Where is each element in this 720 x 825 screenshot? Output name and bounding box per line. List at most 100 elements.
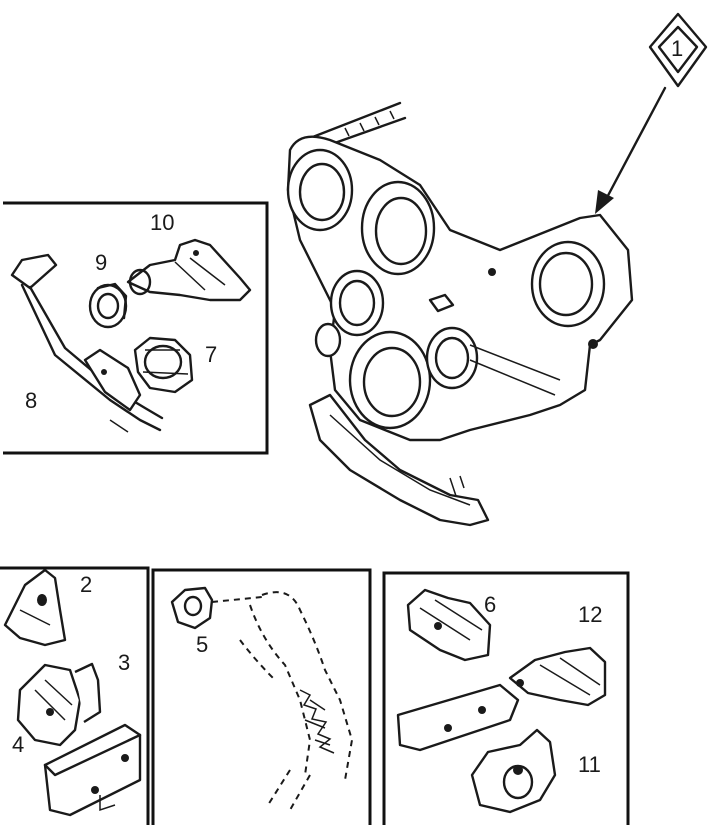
part-11-mount xyxy=(470,728,557,814)
pulley-upper-left xyxy=(286,148,354,232)
part-5-leader xyxy=(211,596,263,603)
part-9-bushing xyxy=(88,282,128,329)
part-rail-right xyxy=(396,683,520,752)
phantom-hatching xyxy=(299,689,335,754)
callout-1: 1 xyxy=(595,12,708,214)
pulley-crank xyxy=(348,330,432,430)
part-10-ribs xyxy=(174,257,226,291)
callout-diamond-outer xyxy=(648,12,708,88)
label-2: 2 xyxy=(80,572,92,597)
part-10-hole xyxy=(193,250,199,256)
label-9: 9 xyxy=(95,250,107,275)
part-rail-right-hole-1 xyxy=(444,724,452,732)
callout-number: 1 xyxy=(671,36,683,61)
cover-lower-lines xyxy=(469,344,561,396)
part-2-hole xyxy=(37,594,47,606)
part-10-bore xyxy=(128,268,152,296)
part-12-bracket-ribs xyxy=(539,657,601,696)
part-8-top-plate xyxy=(10,253,58,290)
label-11: 11 xyxy=(578,752,601,777)
part-12-bracket xyxy=(508,646,607,707)
inset-box-bottom-middle: 5 xyxy=(151,568,372,825)
part-9-bushing-rim xyxy=(96,282,128,320)
part-rail-right-hole-2 xyxy=(478,706,486,714)
part-2-bracket xyxy=(3,568,67,647)
part-8-hole xyxy=(101,369,107,375)
part-3-mount xyxy=(16,662,102,747)
part-rail-right-body xyxy=(396,683,520,752)
part-8-foot xyxy=(109,419,129,433)
part-7-mount-center xyxy=(143,344,183,380)
pulley-upper-right-inner xyxy=(374,196,428,266)
inset-box-bottom-left: 2 3 4 xyxy=(0,566,150,825)
part-4-rail xyxy=(43,723,142,817)
part-3-mount-flange xyxy=(74,662,102,724)
phantom-bottom xyxy=(267,769,311,811)
phantom-engine-outline xyxy=(239,591,354,811)
phantom-outline-outer xyxy=(261,591,354,781)
part-5-nut-body xyxy=(170,586,214,630)
part-7-mount-ribs xyxy=(142,349,189,375)
label-8: 8 xyxy=(25,388,37,413)
part-8-arm-upper xyxy=(20,283,162,432)
part-11-stud xyxy=(513,765,523,775)
phantom-outline-inner xyxy=(249,604,312,776)
cover-boss xyxy=(428,293,455,313)
label-5: 5 xyxy=(196,632,208,657)
part-3-hole xyxy=(46,708,54,716)
part-6-bracket-ribs xyxy=(419,599,483,641)
part-12-bracket-body xyxy=(508,646,607,707)
engine-timing-cover xyxy=(286,101,634,527)
cover-bolt xyxy=(488,268,496,276)
part-6-hole xyxy=(434,622,442,630)
pulley-lower-right xyxy=(425,326,479,390)
part-5-nut-bore xyxy=(183,595,203,617)
pulley-crank-inner xyxy=(362,346,422,418)
callout-arrowhead xyxy=(595,190,614,214)
pulley-upper-right xyxy=(360,180,436,276)
pulley-mid-small-inner xyxy=(338,279,376,327)
oil-pan-rail xyxy=(308,393,490,527)
inset-frame-bottom-right xyxy=(382,571,630,825)
part-10-bracket-body xyxy=(126,238,252,302)
label-12: 12 xyxy=(578,602,602,627)
part-2-edge xyxy=(19,609,51,626)
part-4-hole-2 xyxy=(121,754,129,762)
part-8-mount-plate xyxy=(83,348,142,412)
part-7-mount xyxy=(133,336,194,394)
inset-box-top-left: 10 9 7 8 xyxy=(3,201,269,455)
part-2-bracket-body xyxy=(3,568,67,647)
part-5-nut xyxy=(170,586,214,630)
part-4-hole-1 xyxy=(91,786,99,794)
cover-top-ribs xyxy=(344,110,395,137)
part-3-mount-ribs xyxy=(34,679,73,721)
part-9-bushing-inner xyxy=(96,292,120,320)
phantom-outline-inner-2 xyxy=(239,639,276,681)
label-6: 6 xyxy=(484,592,496,617)
pulley-upper-left-inner xyxy=(298,162,346,222)
pulley-right-inner xyxy=(538,251,594,317)
inset-frame-bottom-left xyxy=(0,566,150,825)
inset-frame-bottom-middle xyxy=(151,568,372,825)
pulley-lower-right-inner xyxy=(434,336,470,380)
inset-frame-top-left xyxy=(3,201,269,455)
cover-bolt-2 xyxy=(588,339,598,349)
label-10: 10 xyxy=(150,210,174,235)
part-8-strut xyxy=(10,253,164,433)
part-4-rail-top xyxy=(43,733,142,777)
part-10-bracket xyxy=(126,238,252,302)
label-4: 4 xyxy=(12,732,24,757)
label-3: 3 xyxy=(118,650,130,675)
callout-arrow-line xyxy=(601,86,667,207)
part-6-bracket-body xyxy=(406,588,492,662)
idler-left xyxy=(314,322,342,358)
part-6-bracket xyxy=(406,588,492,662)
part-12-hole xyxy=(516,679,524,687)
part-4-rail-detail xyxy=(99,795,116,812)
inset-box-bottom-right: 6 12 11 xyxy=(382,571,630,825)
oil-pan-bracket xyxy=(449,475,465,497)
callout-diamond-inner xyxy=(657,25,699,74)
oil-pan-rail-inner xyxy=(329,414,471,506)
label-7: 7 xyxy=(205,342,217,367)
